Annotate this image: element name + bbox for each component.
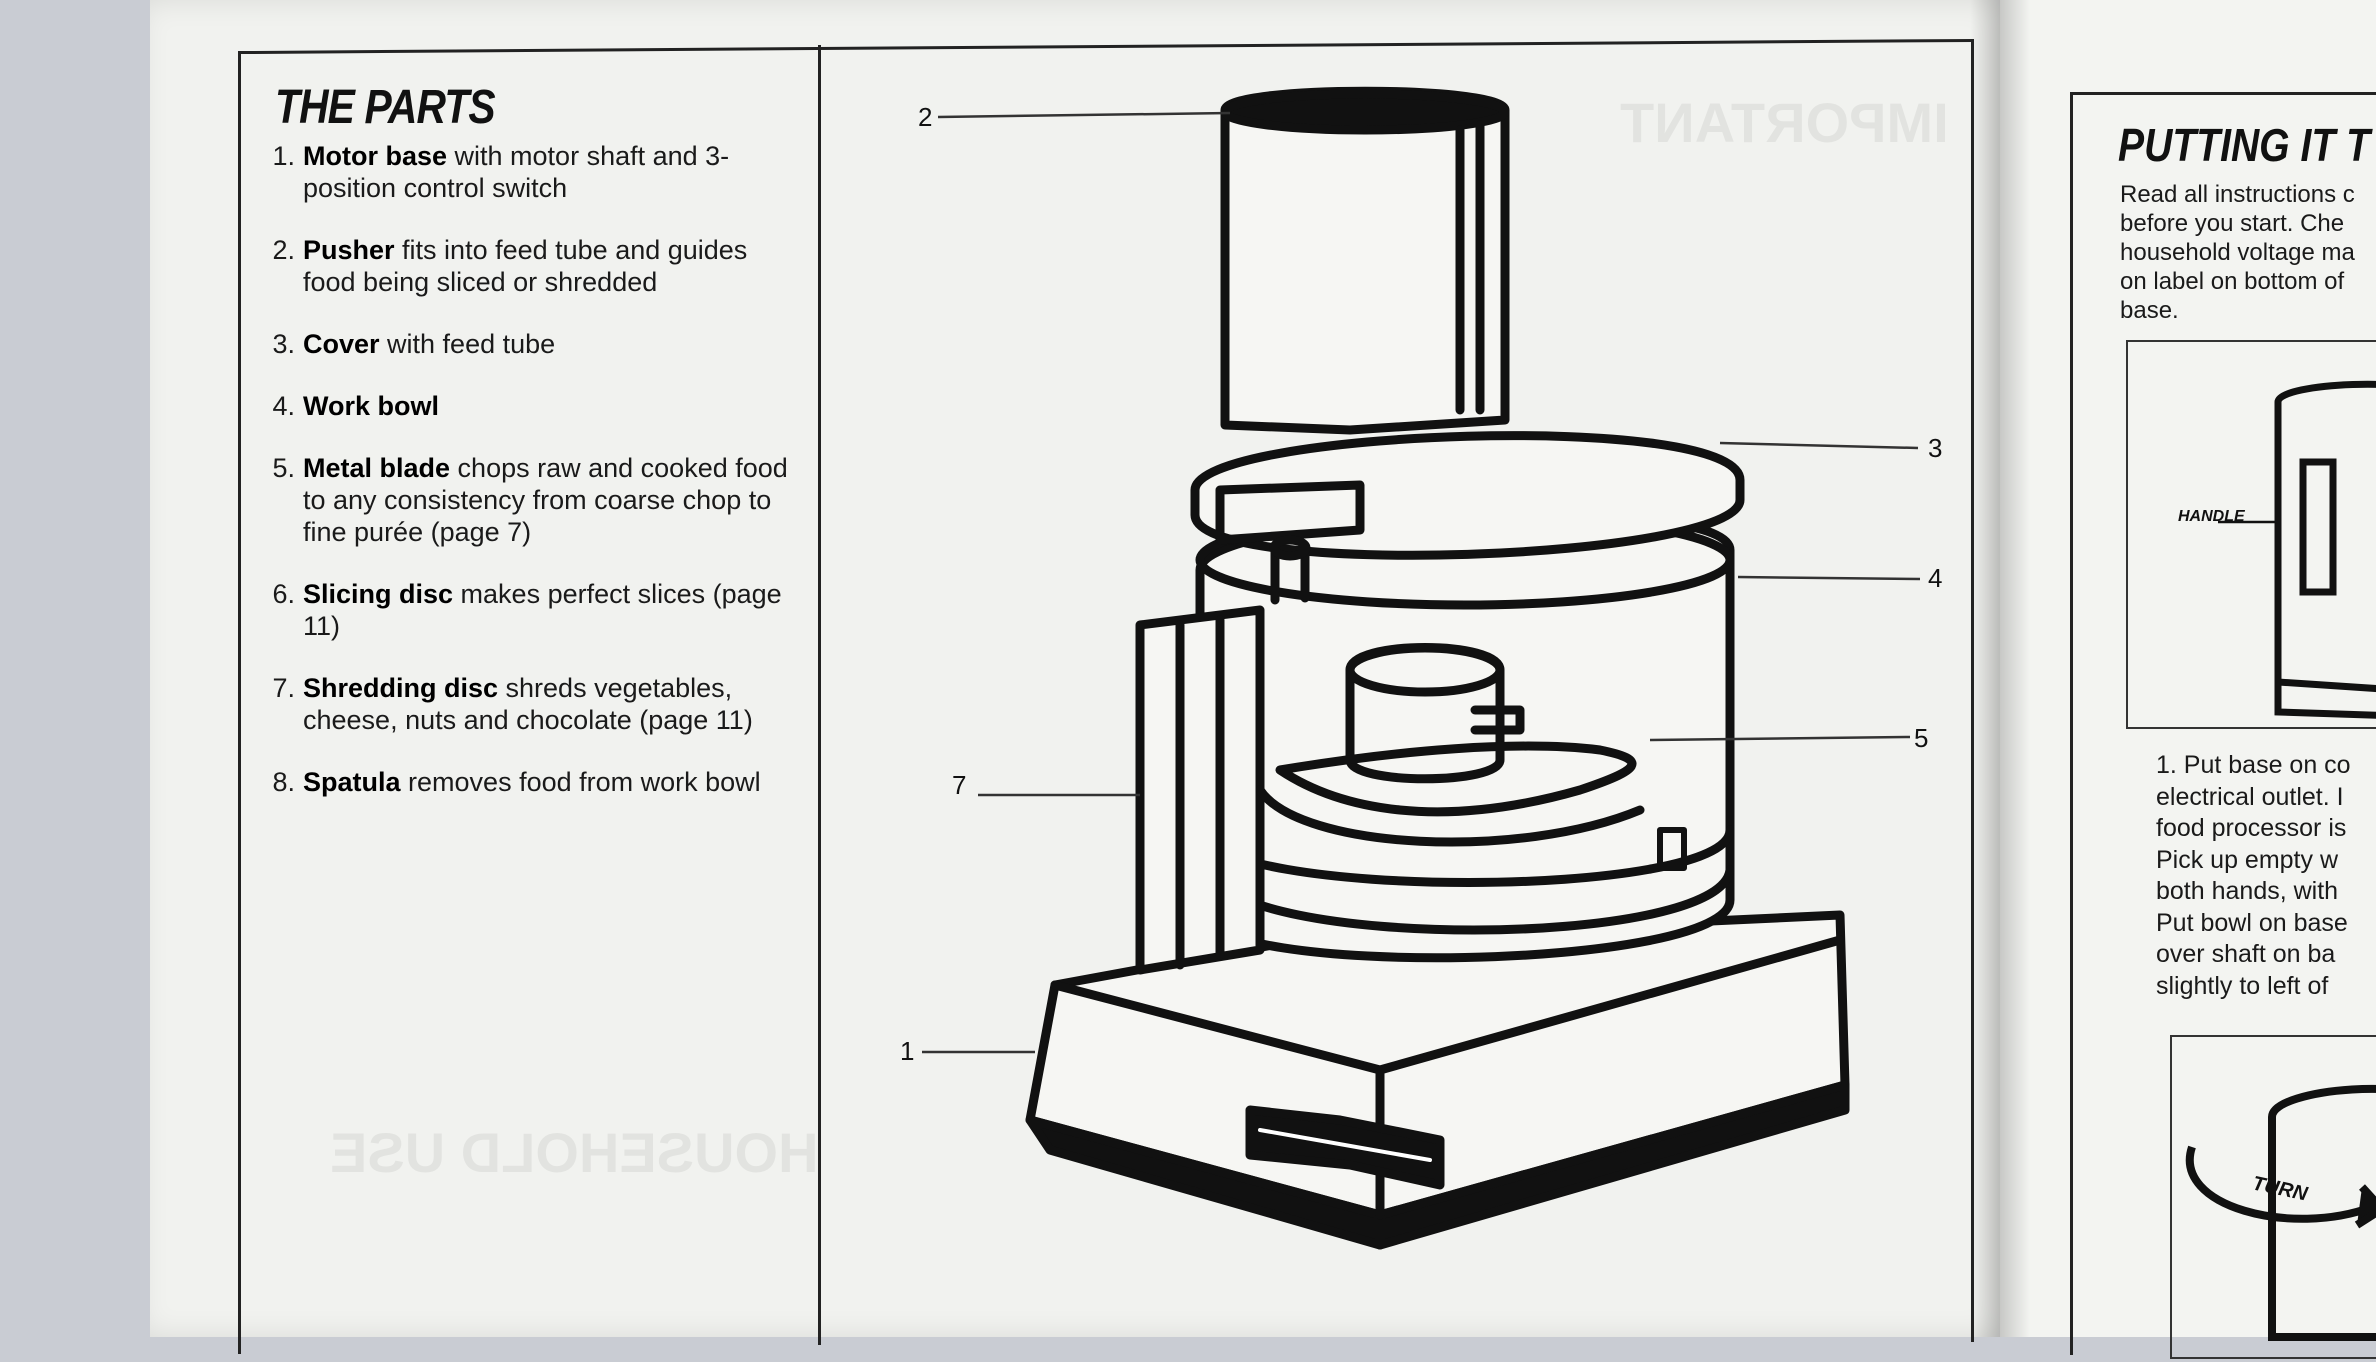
parts-title: THE PARTS [275, 81, 496, 134]
part-item: 6. Slicing disc makes perfect slices (pa… [255, 578, 795, 642]
callout-label-4: 4 [1928, 563, 1943, 593]
part-name: Pusher [303, 235, 395, 265]
part-item: 1. Motor base with motor shaft and 3-pos… [255, 140, 795, 204]
part-name: Slicing disc [303, 579, 454, 609]
part-name: Cover [303, 329, 380, 359]
part-description: with feed tube [379, 329, 556, 359]
part-number: 1. [272, 141, 295, 171]
handle-label: HANDLE [2178, 508, 2245, 525]
food-processor-illustration [1025, 86, 1850, 1250]
part-item: 5. Metal blade chops raw and cooked food… [255, 452, 795, 548]
part-number: 7. [272, 673, 295, 703]
right-page-intro: Read all instructions c before you start… [2120, 181, 2355, 324]
part-description: chops raw and cooked food to any consist… [303, 453, 788, 547]
parts-list: 1. Motor base with motor shaft and 3-pos… [255, 140, 795, 828]
part-number: 3. [272, 329, 295, 359]
part-number: 2. [272, 235, 295, 265]
handle-illustration [2218, 380, 2376, 719]
right-page-frame [2070, 92, 2376, 1355]
part-description: shreds vegetables, cheese, nuts and choc… [303, 673, 753, 735]
part-item: 4. Work bowl [255, 390, 795, 422]
callout-label-1: 1 [900, 1036, 915, 1066]
callout-label-3: 3 [1928, 433, 1943, 463]
book-gutter [1970, 0, 2030, 1337]
part-number: 5. [272, 453, 295, 483]
column-divider [818, 45, 821, 1345]
part-name: Motor base [303, 141, 448, 171]
part-description: with motor shaft and 3-position control … [303, 141, 730, 203]
callout-label-2: 2 [918, 102, 933, 132]
part-description: fits into feed tube and guides food bein… [303, 235, 748, 297]
part-description: removes food from work bowl [400, 767, 761, 797]
assembly-figure-1 [2126, 340, 2376, 729]
part-number: 8. [272, 767, 295, 797]
part-name: Shredding disc [303, 673, 499, 703]
part-item: 8. Spatula removes food from work bowl [255, 766, 795, 798]
part-item: 2. Pusher fits into feed tube and guides… [255, 234, 795, 298]
right-page-title: PUTTING IT T [2118, 119, 2370, 171]
part-item: 7. Shredding disc shreds vegetables, che… [255, 672, 795, 736]
callout-label-7: 7 [952, 770, 967, 800]
callout-label-5: 5 [1914, 723, 1929, 753]
part-number: 6. [272, 579, 295, 609]
part-item: 3. Cover with feed tube [255, 328, 795, 360]
part-name: Work bowl [303, 391, 440, 421]
part-number: 4. [272, 391, 295, 421]
part-name: Metal blade [303, 453, 451, 483]
part-description: makes perfect slices (page 11) [303, 579, 782, 641]
right-page [2000, 0, 2376, 1337]
right-page-step-1: 1. Put base on co electrical outlet. I f… [2156, 751, 2351, 1000]
part-name: Spatula [303, 767, 401, 797]
